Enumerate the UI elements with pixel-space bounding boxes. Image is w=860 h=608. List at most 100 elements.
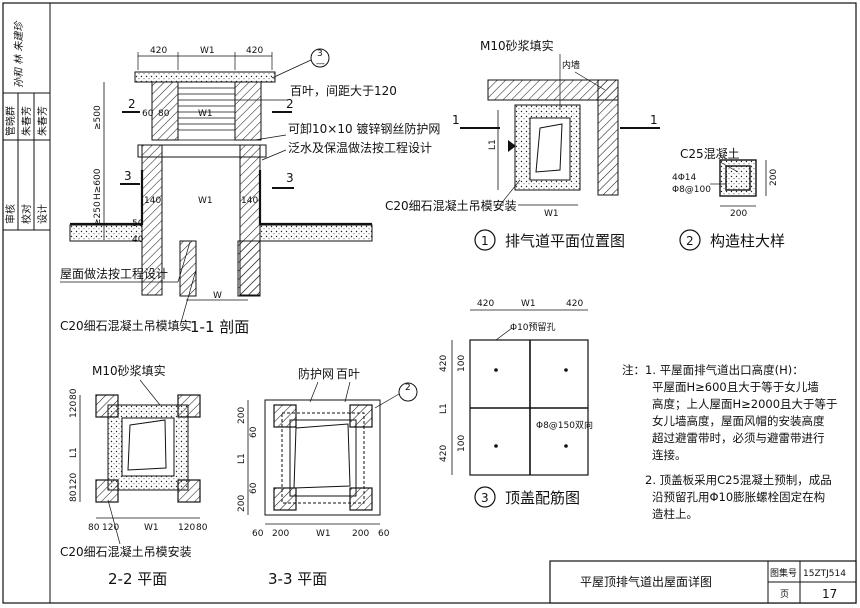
plan-position: M10砂浆填实 内墙 1 1 L1 W1 C20细石混凝土吊模安装 1 排气道平…	[385, 38, 660, 251]
p22-dim-b-120a: 120	[102, 523, 119, 533]
cap-ledge	[137, 144, 267, 158]
plan1-dim-l1: L1	[488, 139, 498, 150]
section-1-1-title: 1-1 剖面	[190, 318, 249, 336]
cut-label-2-left: 2	[128, 97, 136, 111]
plan-2-2: M10砂浆填实 80 120 L1 80 120 80 120 W1 120 8…	[60, 363, 208, 588]
section-1-1: 420 W1 420 3 — 百叶，间距大于120 可卸10×10 镀锌钢丝防护…	[60, 46, 440, 336]
p22-dim-b-80a: 80	[88, 523, 100, 533]
roof-membrane	[70, 170, 372, 226]
signature-row-1: 管晓群	[4, 106, 17, 136]
dim-140-left: 140	[144, 196, 161, 206]
note-line-4: 女儿墙高度，屋面风帽的安装高度	[652, 414, 825, 428]
signature-scribbles: 孙和 林 朱建珍	[13, 20, 25, 88]
cover-dim-left-bot: 420	[439, 445, 449, 462]
cover-dim-top-left: 420	[477, 299, 494, 309]
note-line-7: 2. 顶盖板采用C25混凝土预制，成品	[645, 473, 832, 487]
dim-80: 80	[158, 109, 170, 119]
callout-ref-3: —	[316, 59, 325, 69]
dim-h600: H≥600	[93, 168, 103, 200]
col-circle-num: 2	[686, 234, 694, 248]
p33-outer	[264, 399, 381, 516]
dim-top-mid: W1	[200, 46, 215, 56]
title-block: 平屋顶排气道出屋面详图 图集号 15ZTJ514 页 17	[549, 560, 857, 604]
p33-col-tl	[273, 404, 297, 428]
column-right	[234, 81, 262, 141]
cover-dim-top-mid: W1	[521, 299, 536, 309]
dim-w: W	[213, 291, 222, 301]
p22-formwork-note: C20细石混凝土吊模安装	[60, 544, 192, 559]
plan-3-3: 防护网 百叶 2 200 60 L1 60 200 60 200 W1 200 …	[237, 366, 418, 588]
page-value: 17	[822, 587, 837, 601]
role-col-2: 校对	[20, 204, 33, 224]
signature-row-2: 朱春芳	[20, 106, 33, 136]
p22-dim-l-l1: L1	[69, 447, 79, 458]
callout-circle-3	[310, 48, 330, 68]
note-line-6: 连接。	[652, 448, 687, 462]
p33-dim-b-60b: 60	[378, 529, 390, 539]
p22-dim-l-80b: 80	[69, 490, 79, 502]
dim-w1-upper: W1	[198, 109, 213, 119]
cover-circle-num: 3	[481, 491, 489, 505]
louver-block	[177, 81, 236, 141]
cover-title: 顶盖配筋图	[505, 489, 580, 507]
dim-50: 50	[132, 219, 144, 229]
p33-dim-l-60a: 60	[249, 426, 259, 438]
plan1-wall-note: 内墙	[562, 59, 580, 71]
plan1-title: 排气道平面位置图	[505, 232, 625, 250]
p22-dim-l-120a: 120	[69, 401, 79, 418]
callout-num-3: 3	[317, 49, 323, 59]
p33-dim-b-200b: 200	[352, 529, 369, 539]
flashing-note: 泛水及保温做法按工程设计	[288, 140, 432, 155]
p22-dim-l-80a: 80	[69, 388, 79, 400]
notes-prefix: 注：	[622, 363, 645, 377]
role-col-3: 设计	[36, 204, 49, 224]
p22-col-tr	[177, 394, 201, 418]
plan1-wall-right	[597, 79, 619, 196]
cut-label-3-left: 3	[124, 169, 132, 183]
p22-dim-b-w1: W1	[144, 523, 159, 533]
p33-title: 3-3 平面	[268, 570, 327, 588]
cover-dim-left-mid: L1	[439, 403, 449, 414]
dim-40: 40	[132, 235, 144, 245]
p33-dim-b-200a: 200	[272, 529, 289, 539]
p33-callout-circle	[398, 382, 418, 402]
signature-row-3: 朱春芳	[36, 106, 49, 136]
note-line-8: 沿预留孔用Φ10膨胀螺栓固定在构	[652, 490, 825, 504]
signature-panel: 孙和 林 朱建珍 管晓群 朱春芳 朱春芳 审核 校对 设计	[3, 3, 51, 603]
atlas-label: 图集号	[770, 567, 797, 579]
p33-col-br	[349, 487, 373, 511]
page-label: 页	[780, 589, 789, 600]
col-concrete-note: C25混凝土	[680, 146, 740, 161]
plan1-fill-note: M10砂浆填实	[480, 38, 554, 53]
column-left	[151, 81, 179, 141]
cover-slab	[134, 71, 276, 83]
cut-label-3-right: 3	[286, 171, 294, 185]
p33-dim-l-l1: L1	[237, 453, 247, 464]
note-line-1: 1. 平屋面排气道出口高度(H)：	[645, 363, 804, 377]
mesh-note: 可卸10×10 镀锌钢丝防护网	[288, 121, 440, 136]
cover-rebar-note: Φ8@150双向	[536, 419, 593, 431]
cover-dim-top-right: 420	[566, 299, 583, 309]
note-line-2: 平屋面H≥600且大于等于女儿墙	[652, 380, 819, 394]
role-col-1: 审核	[4, 204, 17, 224]
plan1-dim-w1: W1	[544, 209, 559, 219]
louver-note: 百叶，间距大于120	[290, 84, 397, 98]
note-line-3: 高度；上人屋面H≥2000且大于等于	[652, 397, 838, 411]
cut-label-2-right: 2	[286, 97, 294, 111]
cover-dim-left-top: 420	[439, 355, 449, 372]
plan1-arrow	[508, 140, 516, 152]
p33-louver-label: 百叶	[336, 367, 360, 381]
p22-dim-b-80b: 80	[196, 523, 208, 533]
plan1-cut-right: 1	[650, 113, 658, 127]
p33-louver-frame	[281, 412, 365, 504]
col-stirrup-note: Φ8@100	[672, 185, 711, 195]
p22-col-tl	[95, 394, 119, 418]
p22-title: 2-2 平面	[108, 570, 167, 588]
col-dim-200-side: 200	[769, 169, 779, 186]
p33-mesh-label: 防护网	[298, 366, 334, 381]
note-line-9: 造柱上。	[652, 507, 698, 521]
dim-w1-lower: W1	[198, 196, 213, 206]
dim-60: 60	[142, 109, 154, 119]
